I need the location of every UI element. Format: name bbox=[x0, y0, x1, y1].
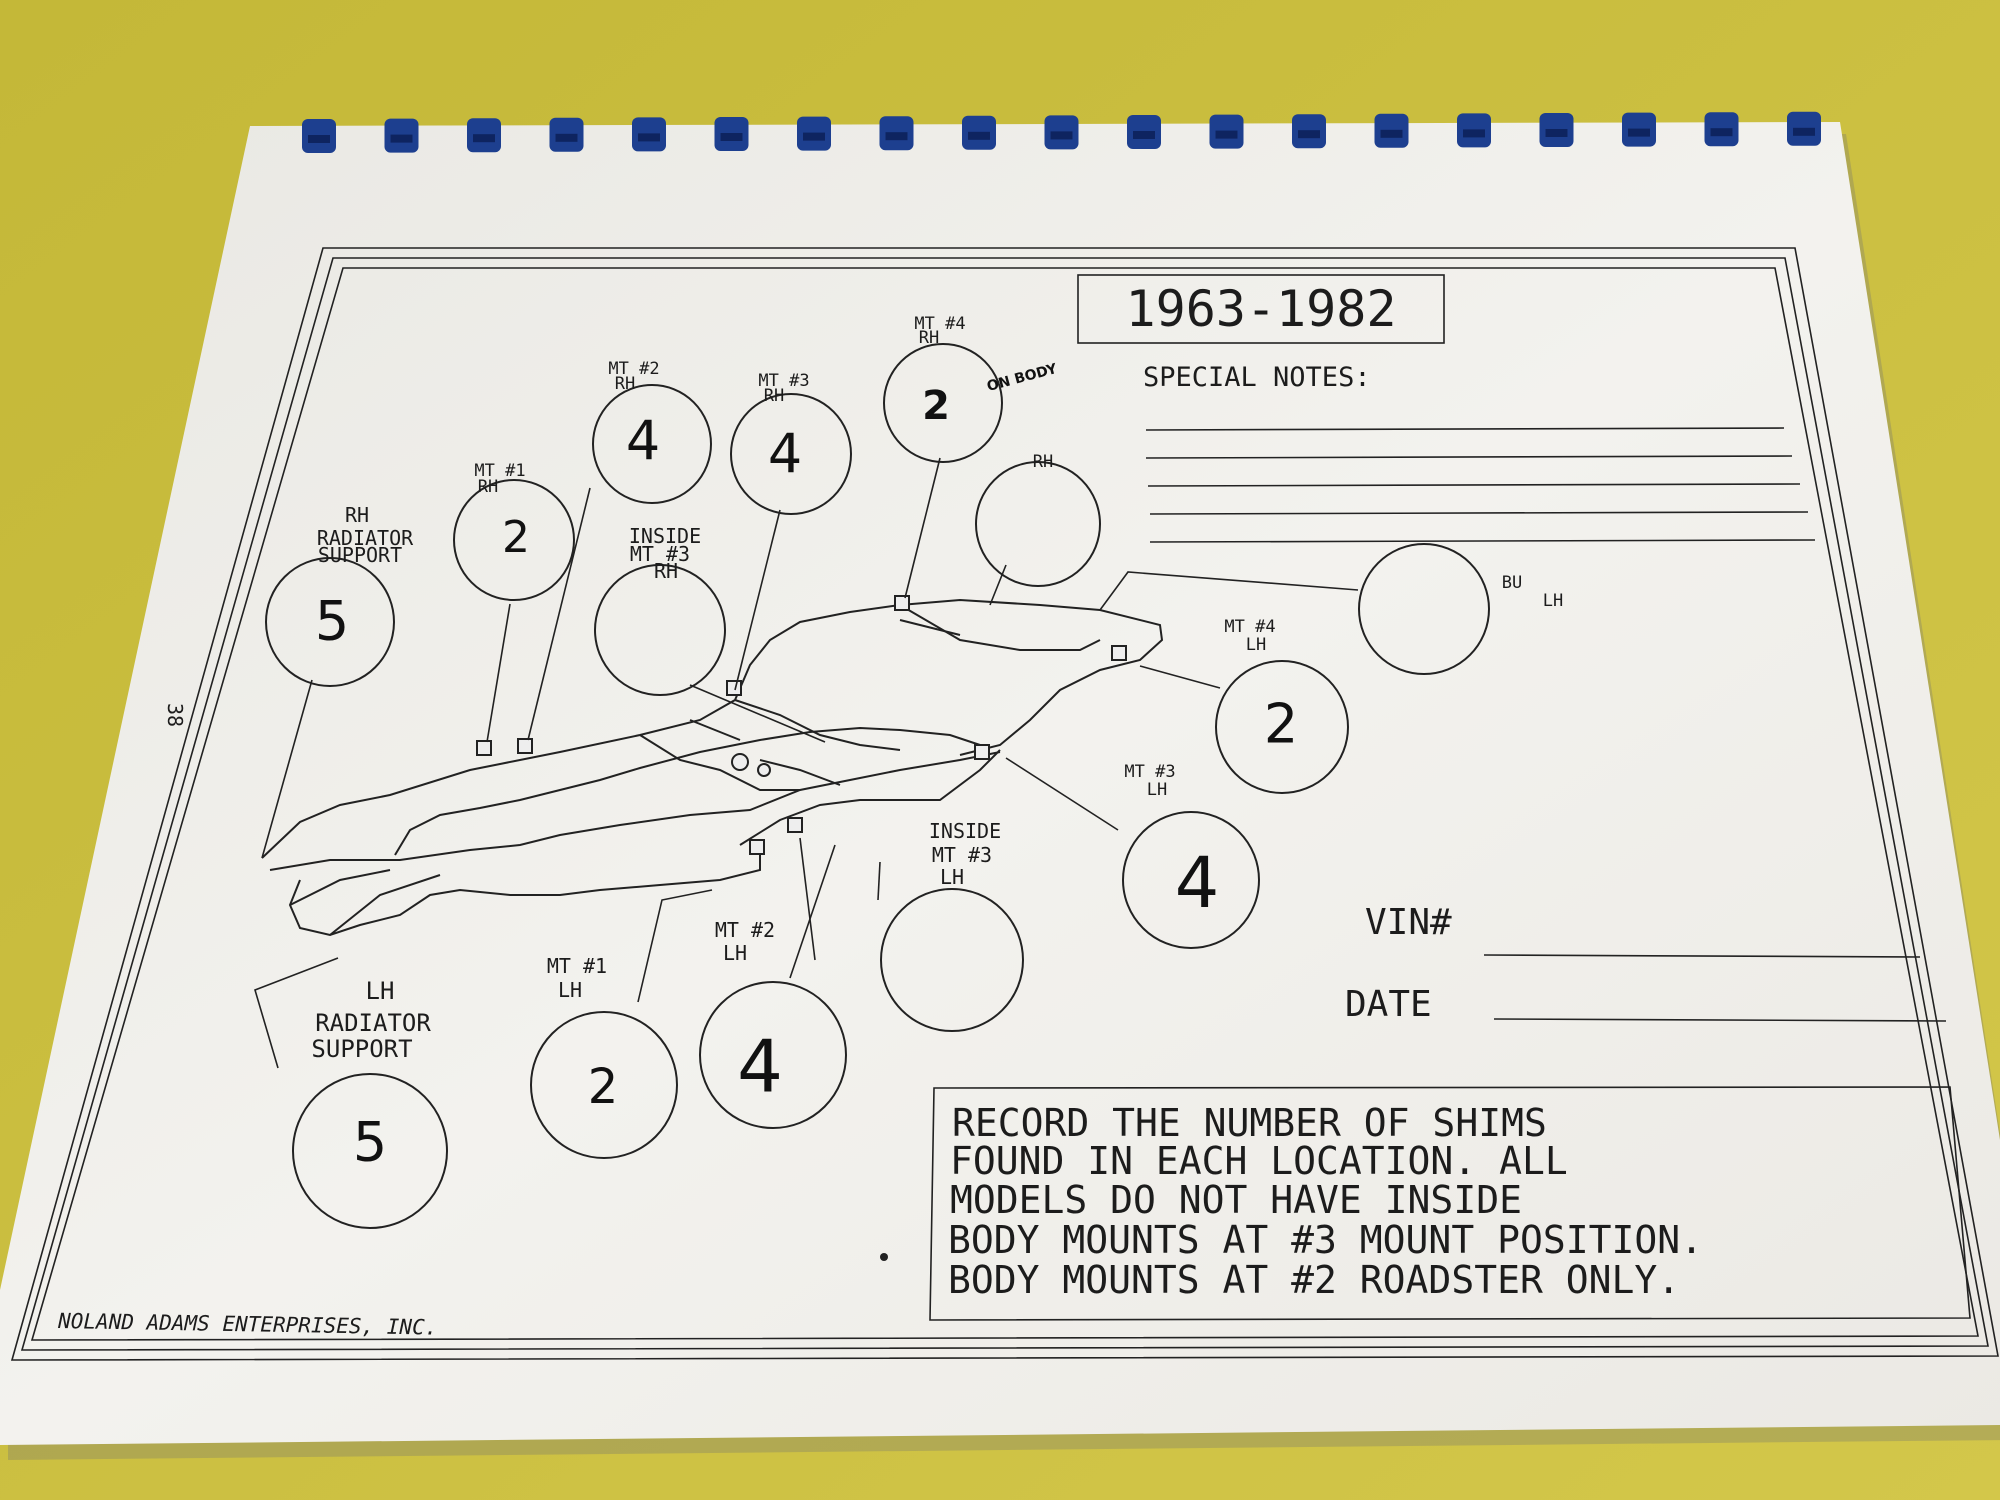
mount-label: RH bbox=[478, 477, 498, 497]
chassis-frame-diagram bbox=[261, 595, 1164, 937]
binding-loop-shadow bbox=[308, 135, 330, 143]
special-notes: SPECIAL NOTES: bbox=[1143, 362, 1816, 543]
instruction-line: BODY MOUNTS AT #3 MOUNT POSITION. bbox=[948, 1218, 1703, 1262]
shim-count: 4 bbox=[737, 1025, 783, 1109]
page-border bbox=[10, 247, 1999, 1361]
shim-count: 4 bbox=[626, 410, 660, 473]
mount-label: RADIATOR bbox=[315, 1009, 431, 1037]
mount-label: MT #4 bbox=[1224, 617, 1275, 637]
mount-label: MT #3 bbox=[932, 843, 992, 867]
mount-circle-mt3-rh: 4 MT #3 RH bbox=[730, 371, 852, 515]
mount-label: BU bbox=[1502, 573, 1522, 593]
shim-count: 2 bbox=[502, 512, 530, 563]
year-range: 1963-1982 bbox=[1126, 280, 1397, 338]
mount-label: LH bbox=[940, 865, 964, 889]
mount-label: LH bbox=[723, 941, 747, 965]
binding-loop-shadow bbox=[968, 131, 990, 140]
mount-circle-bu-rh: RH bbox=[975, 452, 1101, 587]
instruction-line: BODY MOUNTS AT #2 ROADSTER ONLY. bbox=[948, 1258, 1680, 1302]
binding-loop-shadow bbox=[473, 134, 495, 143]
mount-label: MT #2 bbox=[608, 359, 659, 379]
binding-loop-shadow bbox=[1050, 131, 1073, 140]
mount-circle-bu-lh: BU LH bbox=[1358, 543, 1563, 675]
binding-loop-shadow bbox=[1133, 131, 1155, 139]
binding-loop-shadow bbox=[1463, 129, 1485, 138]
mount-label: MT #3 bbox=[630, 542, 690, 566]
shim-count: 4 bbox=[1175, 842, 1220, 924]
mount-label: SUPPORT bbox=[311, 1035, 412, 1063]
binding-loop-shadow bbox=[1793, 127, 1815, 136]
mount-label: LH bbox=[366, 977, 395, 1005]
mount-circle-mt3-lh: 4 MT #3 LH bbox=[1122, 762, 1260, 949]
mount-label: SUPPORT bbox=[318, 543, 402, 567]
special-notes-label: SPECIAL NOTES: bbox=[1143, 362, 1371, 393]
instruction-line: MODELS DO NOT HAVE INSIDE bbox=[950, 1178, 1522, 1222]
vin-label: VIN# bbox=[1365, 902, 1452, 943]
mount-circle-inside-mt3-rh: INSIDE MT #3 RH bbox=[594, 524, 726, 696]
mount-label: MT #2 bbox=[715, 918, 775, 942]
binding-loop-shadow bbox=[555, 133, 578, 142]
mount-circle-rh-radiator-support: 5 RH RADIATOR SUPPORT bbox=[265, 503, 414, 687]
mount-circle-mt1-lh: 2 MT #1 LH bbox=[530, 954, 678, 1159]
shim-count: 5 bbox=[315, 590, 349, 653]
binding-loop-shadow bbox=[638, 133, 660, 142]
mount-circle-mt2-lh: 4 MT #2 LH bbox=[699, 918, 847, 1129]
leader-lines bbox=[254, 457, 1359, 1069]
instructions-box: RECORD THE NUMBER OF SHIMS FOUND IN EACH… bbox=[929, 1086, 1971, 1321]
mount-circle-lh-radiator-support: 5 LH RADIATOR SUPPORT bbox=[292, 977, 448, 1229]
mount-label: MT #3 bbox=[1124, 762, 1175, 782]
mount-label: LH bbox=[558, 978, 582, 1002]
instruction-line: RECORD THE NUMBER OF SHIMS bbox=[952, 1101, 1547, 1145]
binding-loop-shadow bbox=[1215, 130, 1238, 139]
mount-circle-mt4-lh: 2 MT #4 LH bbox=[1215, 617, 1349, 794]
shim-count: 5 bbox=[353, 1111, 387, 1174]
year-range-box: 1963-1982 bbox=[1077, 274, 1445, 344]
mount-label: INSIDE bbox=[629, 524, 701, 548]
mount-label: LH bbox=[1147, 780, 1167, 800]
binding-loop-shadow bbox=[720, 133, 743, 141]
spiral-binding bbox=[302, 111, 1821, 153]
binding-loop-shadow bbox=[1380, 129, 1403, 138]
shim-count: 2 bbox=[922, 383, 950, 429]
binding-loop-shadow bbox=[1298, 130, 1320, 139]
ink-speck bbox=[880, 1253, 888, 1261]
binding-loop-shadow bbox=[390, 134, 413, 143]
mount-label: RH bbox=[919, 328, 939, 348]
mount-label: RH bbox=[764, 386, 784, 406]
binding-loop-shadow bbox=[803, 132, 825, 141]
binding-loop-shadow bbox=[1545, 129, 1568, 137]
date-label: DATE bbox=[1345, 984, 1432, 1025]
shim-count: 2 bbox=[588, 1059, 619, 1115]
mount-label: LH bbox=[1246, 635, 1266, 655]
mount-label: MT #3 bbox=[758, 371, 809, 391]
shim-count: 4 bbox=[768, 423, 802, 486]
mount-label: RADIATOR bbox=[317, 526, 414, 550]
mount-circle-mt2-rh: 4 MT #2 RH bbox=[592, 359, 712, 504]
notebook-page bbox=[0, 122, 2000, 1460]
vin-field: VIN# bbox=[1365, 902, 1921, 958]
mount-label: RH bbox=[1033, 452, 1053, 472]
instruction-line: FOUND IN EACH LOCATION. ALL bbox=[950, 1139, 1568, 1183]
binding-loop-shadow bbox=[1628, 128, 1650, 137]
mount-label: LH bbox=[1543, 591, 1563, 611]
mount-label: RH bbox=[654, 559, 678, 583]
date-field: DATE bbox=[1345, 984, 1947, 1025]
mount-label: MT #1 bbox=[547, 954, 607, 978]
binding-loop-shadow bbox=[885, 132, 908, 141]
mount-label: RH bbox=[345, 503, 369, 527]
mount-label: MT #4 bbox=[914, 314, 965, 334]
mount-circle-mt1-rh: 2 MT #1 RH bbox=[453, 461, 575, 601]
mount-label: MT #1 bbox=[474, 461, 525, 481]
binding-loop-shadow bbox=[1710, 128, 1733, 137]
mount-label: RH bbox=[615, 374, 635, 394]
mount-circle-inside-mt3-lh: INSIDE MT #3 LH bbox=[880, 819, 1024, 1032]
mount-label: INSIDE bbox=[929, 819, 1001, 843]
page-number: 38 bbox=[163, 703, 187, 727]
shim-count: 2 bbox=[1264, 693, 1298, 756]
